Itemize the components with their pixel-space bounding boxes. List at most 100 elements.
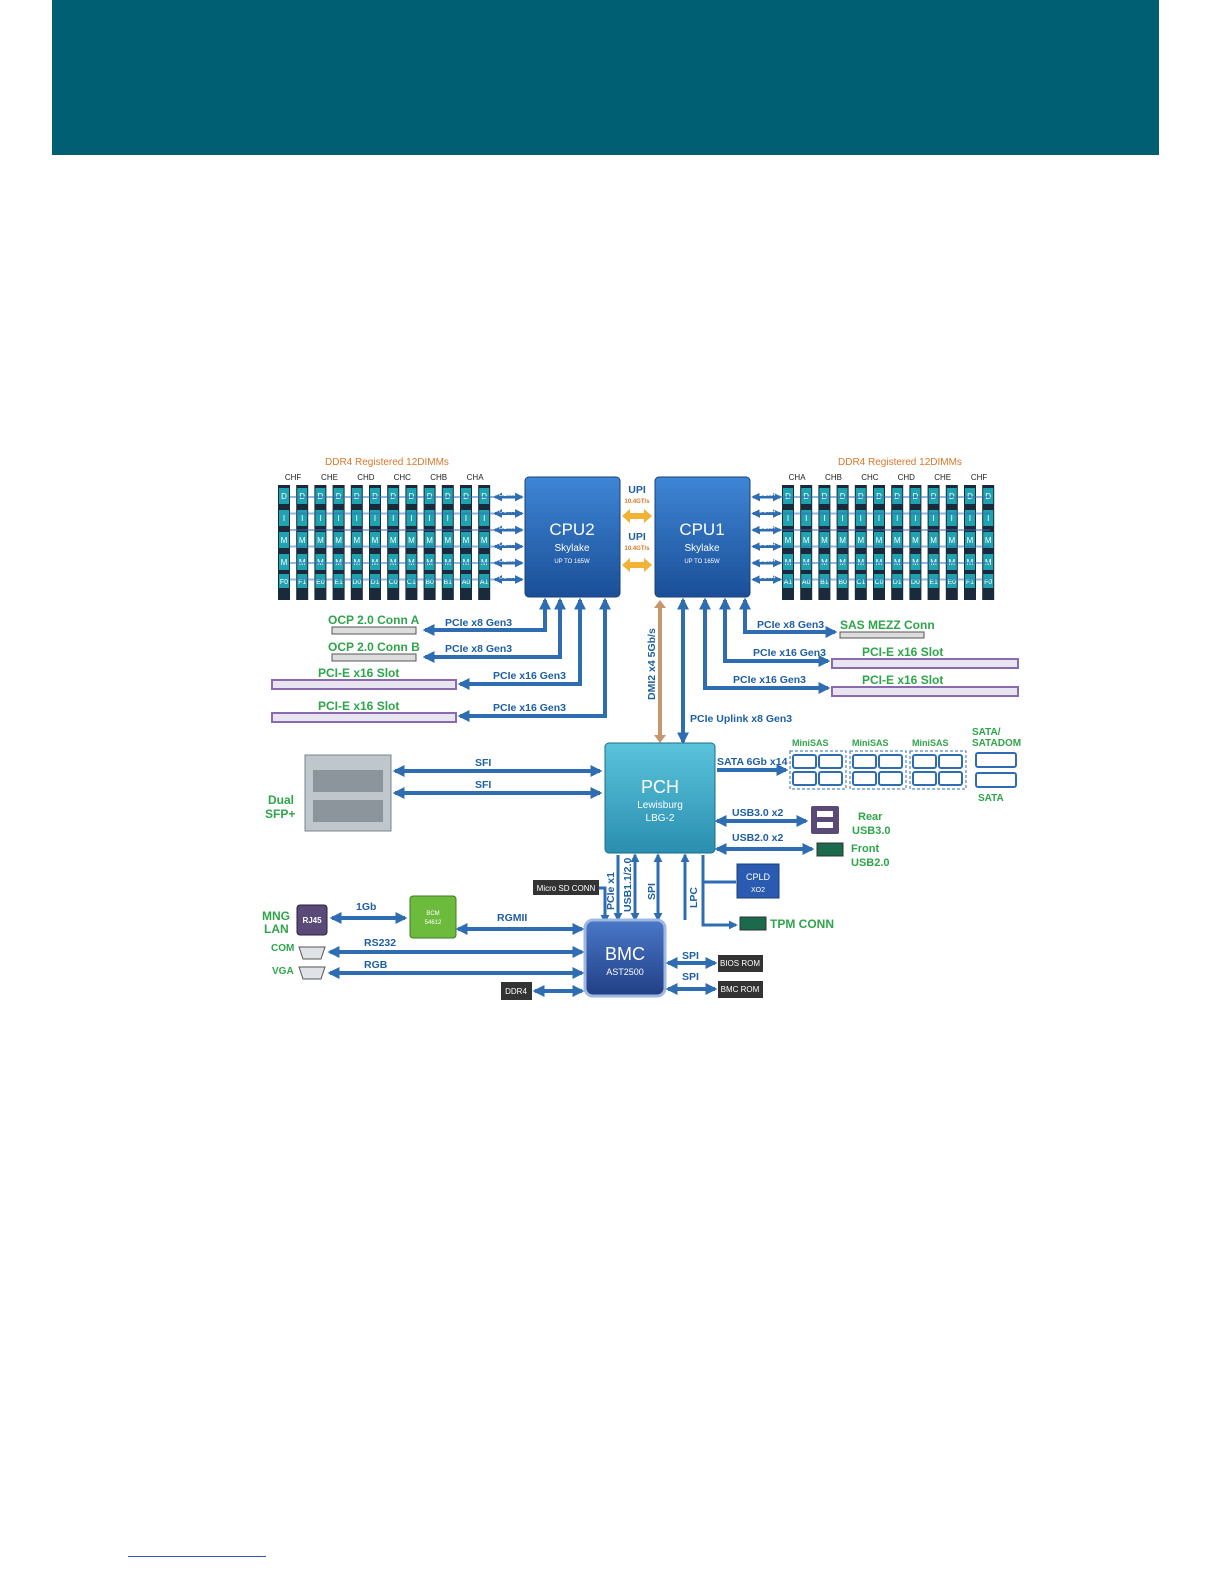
dimm-chip <box>928 510 939 526</box>
tpm-conn-icon <box>739 916 767 931</box>
dimm-chip <box>370 532 380 548</box>
dimm-letter: I <box>914 514 916 523</box>
usb2-link-label: USB2.0 x2 <box>732 832 784 844</box>
dimm-chip <box>424 510 435 526</box>
dimm-letter: I <box>987 514 989 523</box>
upi-label-2: UPI <box>628 531 646 543</box>
dimm-chip <box>406 510 417 526</box>
dimm-chip <box>965 574 975 588</box>
dimm-channel-label: CHB <box>430 473 447 482</box>
minisas-port <box>912 754 937 769</box>
cpu1-arch: Skylake <box>684 543 719 554</box>
ddr-bus-label-left: DDR4 <box>499 509 516 515</box>
dimm-chip <box>315 532 326 548</box>
dimm-chip <box>406 532 417 548</box>
left-pcie-slot-1-label: PCI-E x16 Slot <box>318 666 399 680</box>
dimm-chip <box>351 532 362 548</box>
minisas-port <box>818 771 843 786</box>
cpu2-link-3-label: PCIe x16 Gen3 <box>493 670 566 682</box>
dimm-chip <box>946 574 957 588</box>
bmc-rom <box>718 981 763 998</box>
dimm-chip <box>910 510 921 526</box>
vga-label: VGA <box>272 966 294 977</box>
satadom-port <box>975 752 1017 768</box>
dimm-letter: I <box>356 514 358 523</box>
dimm-channel-label: CHE <box>934 473 951 482</box>
dimm-chip <box>783 510 793 526</box>
dimm-slot-label: A0 <box>802 579 811 586</box>
dimm-chip <box>388 574 399 588</box>
dimm-letter: I <box>319 514 321 523</box>
rgmii-label: RGMII <box>497 912 527 924</box>
dimm-letter: M <box>408 536 415 545</box>
ocp-conn-a-slot <box>331 626 417 635</box>
dimm-slot-label: F0 <box>984 579 992 586</box>
bcm-label-1: BCM <box>426 911 439 917</box>
ddr-bus-label-right: DDR4 <box>759 575 776 581</box>
dimm-letter: I <box>951 514 953 523</box>
right-pcie-slot-1-label: PCI-E x16 Slot <box>862 645 943 659</box>
microsd-link <box>599 886 610 924</box>
ddr-bus-label-left: DDR4 <box>499 558 516 564</box>
minisas-port <box>792 771 817 786</box>
dimm-chip <box>837 510 848 526</box>
dimm-chip <box>279 574 289 588</box>
dimm-letter: M <box>463 536 470 545</box>
upi-label-1: UPI <box>628 484 646 496</box>
dimm-chip <box>333 532 344 548</box>
dimm-letter: M <box>912 536 919 545</box>
dimm-letter: I <box>392 514 394 523</box>
bmc-chip: BMC AST2500 <box>583 918 667 998</box>
cpu2-power: UP TO 165W <box>554 559 590 565</box>
page-header-band <box>52 0 1159 155</box>
cpu1-name: CPU1 <box>679 520 724 539</box>
dimm-slot-label: E0 <box>948 579 957 586</box>
minisas-port <box>878 754 903 769</box>
minisas-port <box>852 771 877 786</box>
upi-arrow-2 <box>622 558 652 572</box>
dimm-channel-label: CHD <box>357 473 375 482</box>
bmcrom-spi-label: SPI <box>682 971 699 983</box>
dimm-chip <box>424 574 435 588</box>
dimm-chip <box>855 574 866 588</box>
dimm-slot-label: C0 <box>875 579 884 586</box>
dimm-channel-label: CHB <box>825 473 842 482</box>
pch-chip: PCH Lewisburg LBG-2 <box>604 742 716 854</box>
cpu2-link-1-label: PCIe x8 Gen3 <box>445 617 512 629</box>
minisas-port <box>792 754 817 769</box>
usb2-label-2: USB2.0 <box>851 857 890 869</box>
dimm-letter: M <box>335 536 342 545</box>
dimm-letter: I <box>787 514 789 523</box>
dimm-chip <box>479 510 490 526</box>
dimm-channel-label: CHD <box>898 473 916 482</box>
dimm-letter: I <box>805 514 807 523</box>
dimm-chip <box>442 510 453 526</box>
cpu1-link-2-label: PCIe x16 Gen3 <box>753 647 826 659</box>
usb2-label-1: Front <box>851 843 879 855</box>
dimm-chip <box>297 532 308 548</box>
pch-name: PCH <box>641 777 679 797</box>
sata-port <box>975 772 1017 788</box>
dimm-channel-label: CHC <box>394 473 412 482</box>
ddr-left-title: DDR4 Registered 12DIMMs <box>325 457 449 468</box>
minisas-port <box>852 754 877 769</box>
dimm-slot-label: F1 <box>298 579 306 586</box>
dimm-slot-label: A1 <box>480 579 489 586</box>
ddr-bus-label-left: DDR4 <box>499 542 516 548</box>
rj45-label: RJ45 <box>302 916 322 925</box>
dimm-letter: I <box>860 514 862 523</box>
sas-mezz-label: SAS MEZZ Conn <box>840 618 935 632</box>
pch-sub1: Lewisburg <box>637 800 683 811</box>
minisas-box <box>909 750 967 790</box>
lpc-tpm-link <box>701 855 738 930</box>
dimm-slot-label: F0 <box>280 579 288 586</box>
dimm-chip <box>837 532 848 548</box>
dimm-chip <box>874 574 884 588</box>
com-label: COM <box>271 943 294 954</box>
bcm-phy-chip <box>409 895 457 939</box>
left-pcie-slot-2-label: PCI-E x16 Slot <box>318 699 399 713</box>
dimm-letter: M <box>281 536 288 545</box>
microsd-label: Micro SD CONN <box>537 884 596 893</box>
dimm-chip <box>315 510 326 526</box>
dimm-letter: M <box>803 536 810 545</box>
